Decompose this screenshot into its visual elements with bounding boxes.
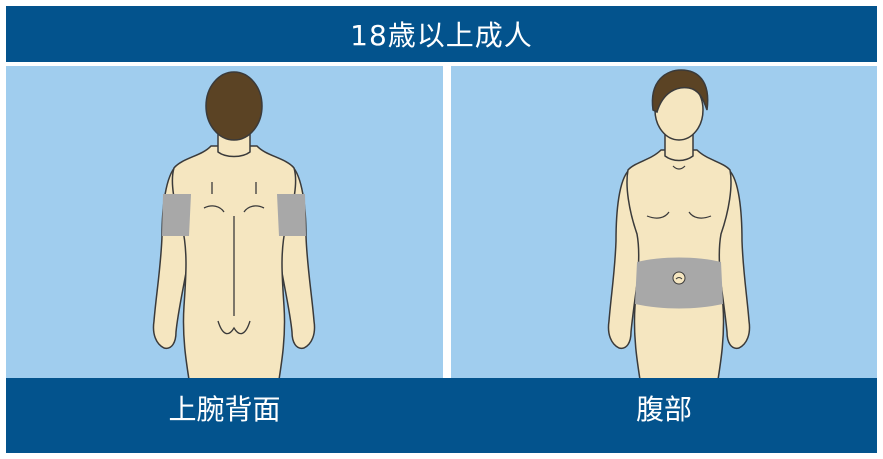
upper-arm-highlight-left (162, 194, 191, 236)
header-title: 18歳以上成人 (350, 14, 533, 54)
figure-frame: 18歳以上成人 (6, 6, 877, 453)
abdomen-label: 腹部 (451, 388, 877, 428)
age-group-header: 18歳以上成人 (6, 6, 877, 62)
region-label-bar: 上腕背面 腹部 (6, 378, 877, 453)
front-view-panel (451, 66, 877, 378)
back-view-body-illustration (6, 66, 443, 378)
front-view-body-illustration (451, 66, 877, 378)
upper-arm-back-label: 上腕背面 (6, 388, 443, 428)
back-view-panel (6, 66, 443, 378)
upper-arm-highlight-right (277, 194, 306, 236)
